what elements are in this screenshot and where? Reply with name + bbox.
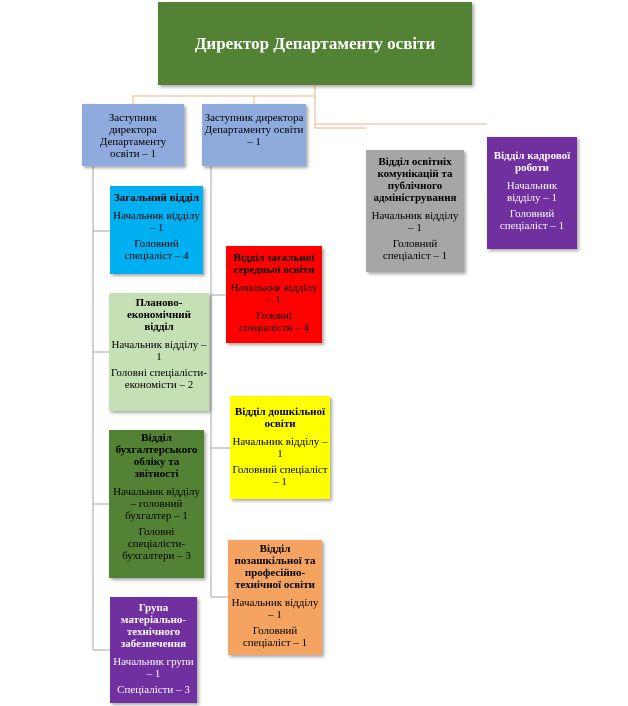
dept-staff: Головний спеціаліст – 1 — [382, 238, 448, 262]
dept-title: Відділ бухгалтерського обліку та звітнос… — [115, 432, 198, 480]
dept-title: Група матеріально-технічного забезпеченн… — [120, 602, 187, 650]
dept-head: Начальник відділу – 1 — [113, 210, 200, 234]
planning-economic-dept-box: Планово-економічний відділ Начальник від… — [109, 293, 209, 411]
dept-head: Начальник відділу – головний бухгалтер –… — [113, 486, 200, 522]
dept-staff: Головний спеціаліст – 1 — [499, 208, 565, 232]
dept-head: Начальник групи – 1 — [113, 656, 194, 680]
dept-title: Відділ загальної середньої освіти — [233, 252, 315, 276]
dept-staff: Головний спеціаліст – 4 — [124, 238, 189, 262]
extracurricular-vocational-dept-box: Відділ позашкільної та професійно-техніч… — [228, 540, 322, 655]
deputy-director-box-1: Заступник директора Департаменту освіти … — [82, 104, 184, 166]
dept-staff: Головні спеціалісти-бухгалтери – 3 — [122, 526, 191, 562]
dept-head: Начальник відділу – 1 — [111, 339, 207, 363]
dept-title: Відділ позашкільної та професійно-техніч… — [234, 543, 316, 591]
dept-staff: Головний спеціаліст – 1 — [232, 464, 328, 488]
preschool-dept-box: Відділ дошкільної освіти Начальник відді… — [230, 396, 330, 499]
communications-dept-box: Відділ освітніх комунікацій та публічног… — [366, 150, 464, 272]
dept-title: Відділ дошкільної освіти — [234, 406, 326, 430]
general-dept-box: Загальний відділ Начальник відділу – 1 Г… — [110, 186, 203, 274]
dept-staff: Головні спеціалісти – 4 — [238, 310, 310, 334]
dept-staff: Спеціалісти – 3 — [117, 684, 190, 696]
dept-head: Начальник відділу – 1 — [231, 597, 319, 621]
director-box: Директор Департаменту освіти — [158, 2, 472, 85]
general-secondary-dept-box: Відділ загальної середньої освіти Началь… — [226, 246, 322, 343]
dept-head: Начальник відділу – 1 — [371, 210, 459, 234]
dept-title: Планово-економічний відділ — [127, 297, 191, 333]
director-title: Директор Департаменту освіти — [194, 34, 436, 53]
dept-title: Загальний відділ — [113, 192, 199, 204]
dept-title: Відділ кадрової роботи — [493, 150, 571, 174]
deputy-director-title: Заступник директора Департаменту освіти … — [204, 112, 304, 148]
deputy-director-title: Заступник директора Департаменту освіти … — [99, 112, 167, 160]
dept-title: Відділ освітніх комунікацій та публічног… — [373, 156, 457, 204]
deputy-director-box-2: Заступник директора Департаменту освіти … — [202, 104, 306, 166]
dept-head: Начальник відділу – 1 — [230, 282, 318, 306]
hr-dept-box: Відділ кадрової роботи Начальник відділу… — [487, 137, 577, 249]
dept-head: Начальник відділу – 1 — [232, 436, 328, 460]
material-support-group-box: Група матеріально-технічного забезпеченн… — [110, 597, 197, 703]
accounting-dept-box: Відділ бухгалтерського обліку та звітнос… — [109, 430, 204, 578]
dept-staff: Головні спеціалісти-економісти – 2 — [111, 367, 207, 391]
dept-head: Начальник відділу – 1 — [506, 180, 558, 204]
dept-staff: Головний спеціаліст – 1 — [242, 625, 308, 649]
